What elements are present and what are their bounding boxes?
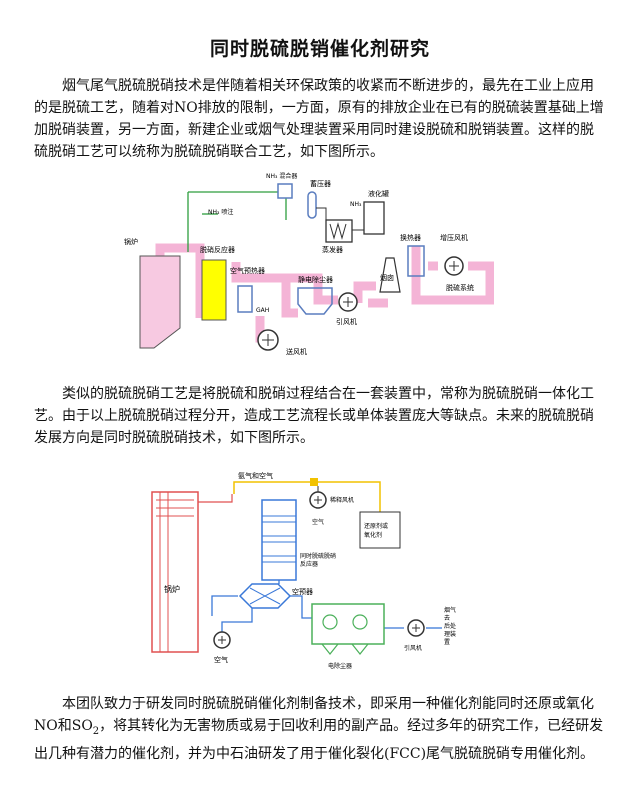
flue-gas-label-line: 置 — [444, 639, 450, 646]
boiler-outline — [151, 491, 199, 653]
flue-blue-duct — [211, 580, 442, 632]
flue-gas-label-line: 去 — [444, 614, 450, 622]
reductant-tank-shape — [359, 511, 401, 549]
reactor-shape — [261, 499, 297, 581]
air-preheater-label: 空预器 — [292, 587, 313, 596]
precipitator-field1-icon — [322, 614, 338, 630]
reductant-label-line: 还原剂或 — [364, 522, 388, 530]
evaporator-coil-icon — [329, 222, 347, 240]
simultaneous-process-svg: 锅炉 氨气和空气 同时脱硫脱硝反应器 稀释风机 空气 还原剂或氧化剂 空预器 空… — [151, 471, 456, 670]
ammonia-air-pipe — [233, 481, 381, 512]
chimney-label: 烟囱 — [380, 273, 394, 282]
flue-gas-label: 烟气去后处理装置 — [444, 606, 456, 646]
reductant-label: 还原剂或氧化剂 — [364, 522, 388, 539]
integrated-paragraph: 类似的脱硫脱硝工艺是将脱硫和脱硝过程结合在一套装置中，常称为脱硫脱硝一体化工艺。… — [34, 386, 594, 446]
air-preheater-shape — [237, 285, 253, 313]
precipitator-field2-icon — [352, 614, 368, 630]
flue-duct — [155, 243, 495, 343]
denox-reactor-label: 脱硝反应器 — [200, 245, 235, 254]
liquefied-tank-shape — [363, 201, 385, 235]
chimney-shape — [379, 257, 401, 293]
so2-subscript: 2 — [92, 725, 100, 737]
reactor-label: 同时脱硫脱硝反应器 — [300, 552, 336, 568]
research-text-part2: ，将其转化为无害物质或易于回收利用的副产品。经过多年的研究工作，已经研发出几种有… — [34, 718, 604, 762]
esp-label: 静电除尘器 — [298, 275, 333, 284]
combined-process-svg: 锅炉 脱硝反应器 空气预热器 GAH 送风机 静电除尘器 引风机 烟囱 换热器 … — [124, 172, 495, 356]
boiler-wall — [159, 491, 169, 653]
induced-fan-blades-icon — [412, 624, 420, 632]
heat-exchanger-shape — [407, 245, 425, 277]
mixing-valve-icon — [310, 478, 318, 486]
esp-shape — [297, 287, 333, 315]
booster-fan-blades-icon — [449, 261, 459, 271]
induced-fan-label: 引风机 — [404, 644, 422, 652]
accumulator-shape — [307, 191, 317, 219]
induced-fan-label: 引风机 — [336, 317, 357, 326]
combined-process-diagram: 锅炉 脱硝反应器 空气预热器 GAH 送风机 静电除尘器 引风机 烟囱 换热器 … — [118, 168, 495, 364]
induced-fan-blades-icon — [343, 297, 353, 307]
boiler-label: 锅炉 — [164, 584, 180, 594]
dilution-fan-label: 稀释风机 — [330, 496, 354, 504]
liquefied-tank-label: 液化罐 — [368, 189, 389, 198]
nh3-mixer-label: NH₃ 混合器 — [266, 172, 297, 180]
reactor-label-line: 同时脱硫脱硝 — [300, 552, 336, 560]
forced-fan-label: 送风机 — [286, 347, 307, 356]
air-bottom-label: 空气 — [214, 655, 228, 664]
reactor-label-line: 反应器 — [300, 560, 318, 568]
air-top-label: 空气 — [312, 518, 324, 526]
ammonia-air-label: 氨气和空气 — [238, 472, 273, 480]
nh3-tank-label: NH₃ — [350, 201, 362, 208]
boiler-tubes — [156, 499, 194, 517]
intro-paragraph: 烟气尾气脱硫脱硝技术是伴随着相关环保政策的收紧而不断进步的，最先在工业上应用的是… — [34, 78, 604, 160]
simultaneous-process-diagram: 锅炉 氨气和空气 同时脱硫脱硝反应器 稀释风机 空气 还原剂或氧化剂 空预器 空… — [142, 471, 472, 672]
air-preheater-cross — [249, 587, 281, 605]
flue-gas-label-line: 后处 — [444, 622, 456, 630]
precipitator-shape — [311, 603, 385, 645]
dilution-fan-blades-icon — [314, 496, 322, 504]
boiler-outlet-duct — [198, 494, 233, 503]
forced-fan-blades-icon — [262, 334, 274, 346]
boiler-shape — [139, 255, 181, 349]
denox-reactor-shape — [201, 259, 227, 321]
reductant-label-line: 氧化剂 — [364, 531, 382, 539]
accumulator-label: 蓄压器 — [310, 179, 331, 188]
nh3-injection-label: NH₃ 喷注 — [208, 208, 233, 216]
nh3-mixer-shape — [277, 183, 293, 199]
air-fan-blades-icon — [218, 636, 226, 644]
flue-gas-label-line: 烟气 — [444, 606, 456, 614]
precipitator-label: 电除尘器 — [328, 662, 352, 670]
nh3-pipe — [187, 191, 287, 252]
catalyst-layers — [262, 515, 296, 563]
research-paragraph: 本团队致力于研发同时脱硫脱硝催化剂制备技术，即采用一种催化剂能同时还原或氧化NO… — [34, 693, 614, 765]
desulfur-system-label: 脱硫系统 — [446, 283, 474, 292]
heat-exchanger-label: 换热器 — [400, 233, 421, 242]
gah-label: GAH — [256, 307, 269, 314]
evaporator-pipe — [316, 207, 327, 220]
flue-gas-label-line: 理装 — [444, 630, 456, 638]
booster-fan-label: 增压风机 — [440, 233, 468, 242]
air-preheater-label: 空气预热器 — [230, 266, 265, 275]
evaporator-shape — [325, 219, 353, 243]
boiler-label: 锅炉 — [124, 237, 138, 246]
evaporator-label: 蒸发器 — [322, 245, 343, 254]
air-preheater-shape — [238, 583, 292, 609]
precipitator-hoppers — [321, 643, 369, 655]
research-text-part1: 本团队致力于研发同时脱硫脱硝催化剂制备技术，即采用一种催化剂能同时还原或氧化NO… — [34, 696, 594, 734]
page-title: 同时脱硫脱销催化剂研究 — [209, 38, 430, 60]
